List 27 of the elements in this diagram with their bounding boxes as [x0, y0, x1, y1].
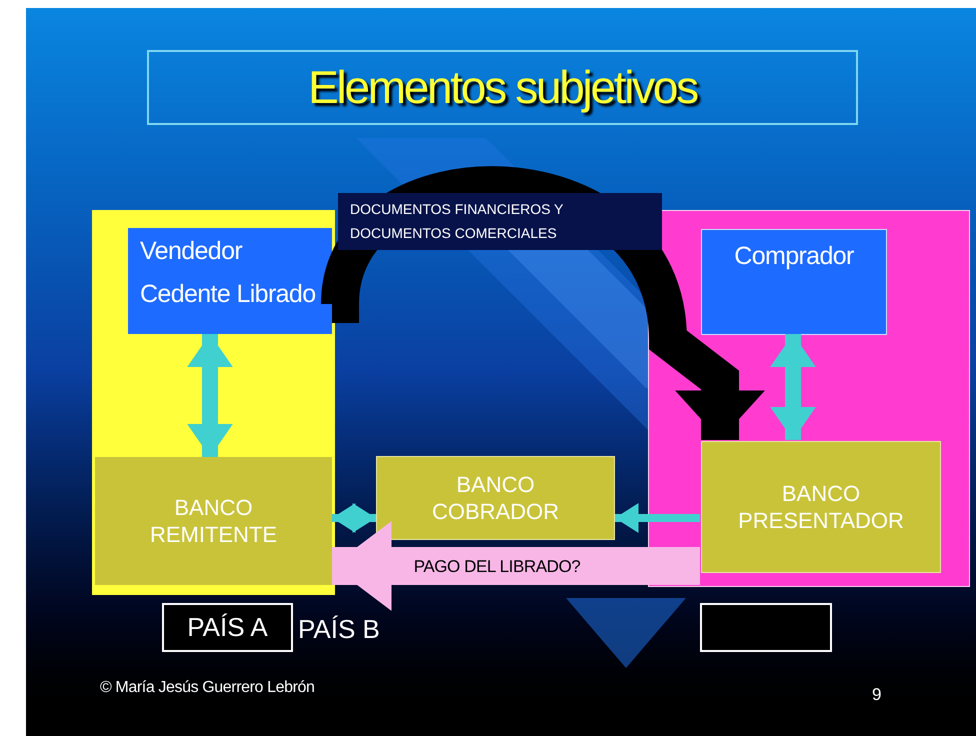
bank-box — [701, 441, 941, 573]
vendor-box — [128, 228, 332, 334]
node-label: BANCO REMITENTE — [148, 494, 278, 548]
copyright-note: © María Jesús Guerrero Lebrón — [100, 678, 315, 698]
title: Elementos subjetivos — [308, 60, 697, 115]
arrow — [332, 503, 376, 533]
arrow — [332, 521, 700, 611]
edge-label: PAGO DEL LIBRADO? — [412, 556, 582, 578]
arrow — [770, 334, 816, 440]
buyer-box — [701, 229, 887, 335]
role-label: Vendedor — [140, 236, 242, 267]
node-label: PAÍS A — [187, 611, 268, 644]
country-box — [162, 603, 293, 652]
page-number: 9 — [872, 684, 882, 706]
arrow — [615, 503, 700, 533]
country-box — [700, 603, 832, 652]
bank-box — [95, 457, 332, 585]
node-label: BANCO PRESENTADOR — [738, 480, 904, 534]
bank-box — [376, 456, 615, 540]
node-label: Comprador — [734, 241, 854, 272]
arrow — [187, 334, 233, 457]
country-label: PAÍS B — [298, 613, 380, 646]
node-label: Cedente Librado — [140, 279, 316, 310]
edge-label: DOCUMENTOS FINANCIEROS Y DOCUMENTOS COMERCIALES — [338, 193, 662, 250]
node-label: BANCO COBRADOR — [430, 470, 560, 526]
vendor-panel — [92, 210, 335, 595]
arrow — [321, 166, 765, 440]
